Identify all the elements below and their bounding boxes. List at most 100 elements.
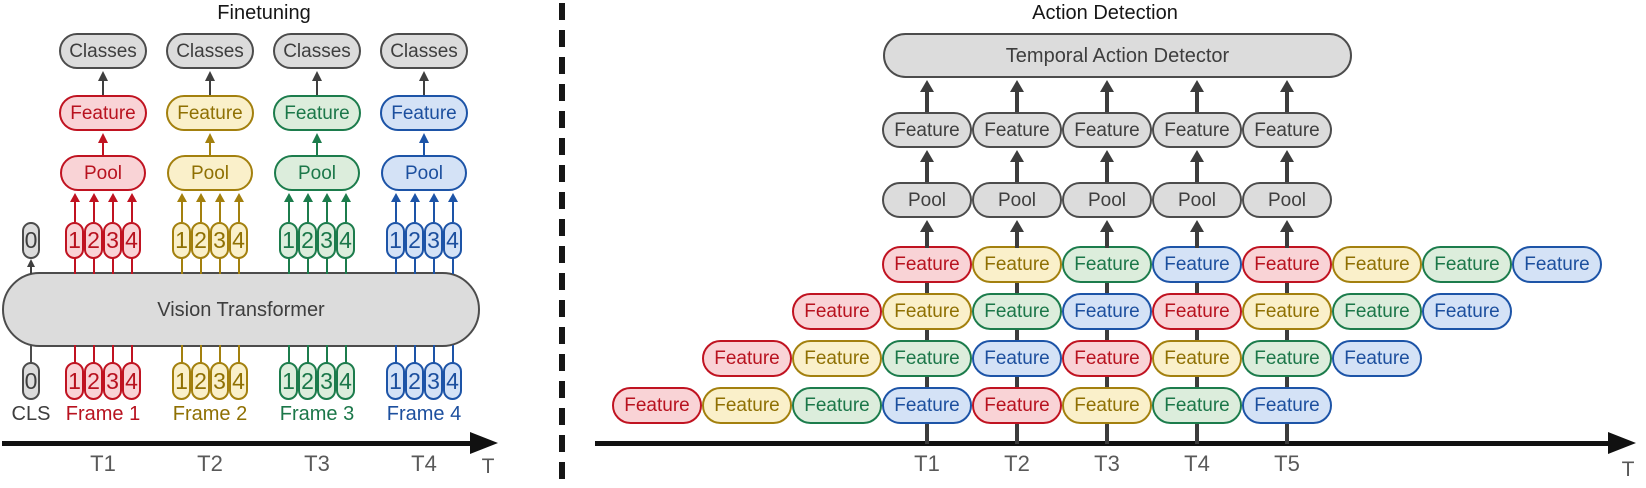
token-pill: 3 <box>317 222 336 259</box>
feature-to-classes-arrow-head <box>311 71 322 81</box>
stair-feature-box-blue: Feature <box>882 387 972 424</box>
vit-to-token-line <box>130 257 133 274</box>
token-to-vit-line <box>111 345 114 364</box>
stair-to-pool-arrow-line <box>1285 231 1289 248</box>
token-to-pool-arrow-head <box>428 193 439 202</box>
vit-to-token-line <box>306 257 309 274</box>
vit-to-token-line <box>92 257 95 274</box>
pool-to-feature-arrow-head <box>418 133 429 143</box>
token-pill: 1 <box>279 362 298 400</box>
stair-feature-box-blue: Feature <box>1332 340 1422 377</box>
feature-to-classes-arrow-line <box>101 80 105 95</box>
vit-to-token-line <box>344 257 347 274</box>
feature-box-green: Feature <box>273 95 361 131</box>
token-to-pool-arrow-line <box>287 201 290 222</box>
pool-to-feature-arrow-line <box>101 142 105 155</box>
pool-to-feature-arrow-line <box>208 142 212 155</box>
token-to-vit-line <box>92 345 95 364</box>
stair-to-pool-arrow-line <box>1195 231 1199 248</box>
time-label: T1 <box>914 451 940 476</box>
stair-to-pool-arrow-head <box>1099 220 1114 232</box>
action-detection-axis-t-label: T <box>1621 458 1635 481</box>
token-to-pool-arrow-head <box>126 193 137 202</box>
stair-feature-box-blue: Feature <box>1512 246 1602 283</box>
stair-feature-box-gold: Feature <box>1242 293 1332 330</box>
token-to-pool-arrow-line <box>325 201 328 222</box>
token-to-pool-arrow-head <box>409 193 420 202</box>
token-pill: 1 <box>65 222 84 259</box>
gray-pool-box: Pool <box>1152 182 1242 218</box>
pool-to-feature-arrow-line <box>925 161 929 182</box>
pool-to-feature-arrow-head <box>1009 150 1024 162</box>
token-pill: 3 <box>424 362 443 400</box>
token-to-pool-arrow-head <box>176 193 187 202</box>
token-pill: 4 <box>122 222 141 259</box>
token-pill: 4 <box>229 362 248 400</box>
gray-pool-box: Pool <box>882 182 972 218</box>
finetuning-axis-line <box>2 441 472 446</box>
token-pill: 4 <box>443 222 462 259</box>
vit-to-token-line <box>413 257 416 274</box>
finetuning-axis-arrowhead <box>470 432 498 454</box>
stair-feature-box-red: Feature <box>792 293 882 330</box>
feature-to-detector-arrow-head <box>1279 80 1294 92</box>
stair-feature-box-gold: Feature <box>882 293 972 330</box>
gray-pool-box: Pool <box>1062 182 1152 218</box>
stair-feature-box-green: Feature <box>1422 246 1512 283</box>
token-to-pool-arrow-head <box>107 193 118 202</box>
token-to-vit-line <box>237 345 240 364</box>
feature-to-classes-arrow-head <box>97 71 108 81</box>
pool-to-feature-arrow-head <box>919 150 934 162</box>
token-to-vit-line <box>130 345 133 364</box>
vit-to-token-line <box>180 257 183 274</box>
token-pill: 2 <box>405 362 424 400</box>
temporal-action-detector-box: Temporal Action Detector <box>883 33 1352 78</box>
stair-feature-box-gold: Feature <box>1332 246 1422 283</box>
pool-to-feature-arrow-line <box>315 142 319 155</box>
classes-box: Classes <box>273 33 361 69</box>
stair-feature-box-green: Feature <box>1242 340 1332 377</box>
frame-label: Frame 4 <box>386 403 462 425</box>
vit-to-token-line <box>325 257 328 274</box>
token-pill: 3 <box>210 362 229 400</box>
cls-pill: 0 <box>22 362 40 400</box>
token-to-pool-arrow-head <box>233 193 244 202</box>
stair-feature-box-red: Feature <box>882 246 972 283</box>
feature-box-blue: Feature <box>380 95 468 131</box>
stair-feature-box-green: Feature <box>1332 293 1422 330</box>
token-pill: 3 <box>317 362 336 400</box>
stair-feature-box-blue: Feature <box>1152 246 1242 283</box>
vit-to-token-line <box>237 257 240 274</box>
feature-to-detector-arrow-line <box>1195 91 1199 112</box>
pool-to-feature-arrow-line <box>1015 161 1019 182</box>
token-to-pool-arrow-head <box>214 193 225 202</box>
vit-to-token-line <box>394 257 397 274</box>
stair-feature-box-red: Feature <box>1152 293 1242 330</box>
feature-box-red: Feature <box>59 95 147 131</box>
token-pill: 1 <box>279 222 298 259</box>
pool-box-red: Pool <box>60 155 146 191</box>
stair-feature-box-red: Feature <box>1242 246 1332 283</box>
token-to-pool-arrow-line <box>92 201 95 222</box>
stair-feature-box-gold: Feature <box>702 387 792 424</box>
cls-pill: 0 <box>22 222 40 259</box>
token-pill: 2 <box>84 222 103 259</box>
pool-box-green: Pool <box>274 155 360 191</box>
token-pill: 4 <box>122 362 141 400</box>
vit-to-token-line <box>432 257 435 274</box>
token-pill: 2 <box>191 222 210 259</box>
action-detection-title: Action Detection <box>1032 2 1178 24</box>
token-to-pool-arrow-line <box>73 201 76 222</box>
token-to-pool-arrow-line <box>111 201 114 222</box>
token-to-pool-arrow-head <box>88 193 99 202</box>
feature-to-detector-arrow-head <box>1009 80 1024 92</box>
token-to-pool-arrow-line <box>180 201 183 222</box>
time-label: T2 <box>197 451 223 476</box>
token-to-pool-arrow-head <box>302 193 313 202</box>
gray-feature-box: Feature <box>882 112 972 148</box>
time-label: T2 <box>1004 451 1030 476</box>
time-label: T3 <box>304 451 330 476</box>
stair-feature-box-red: Feature <box>1062 340 1152 377</box>
token-to-pool-arrow-head <box>321 193 332 202</box>
token-to-vit-line <box>325 345 328 364</box>
